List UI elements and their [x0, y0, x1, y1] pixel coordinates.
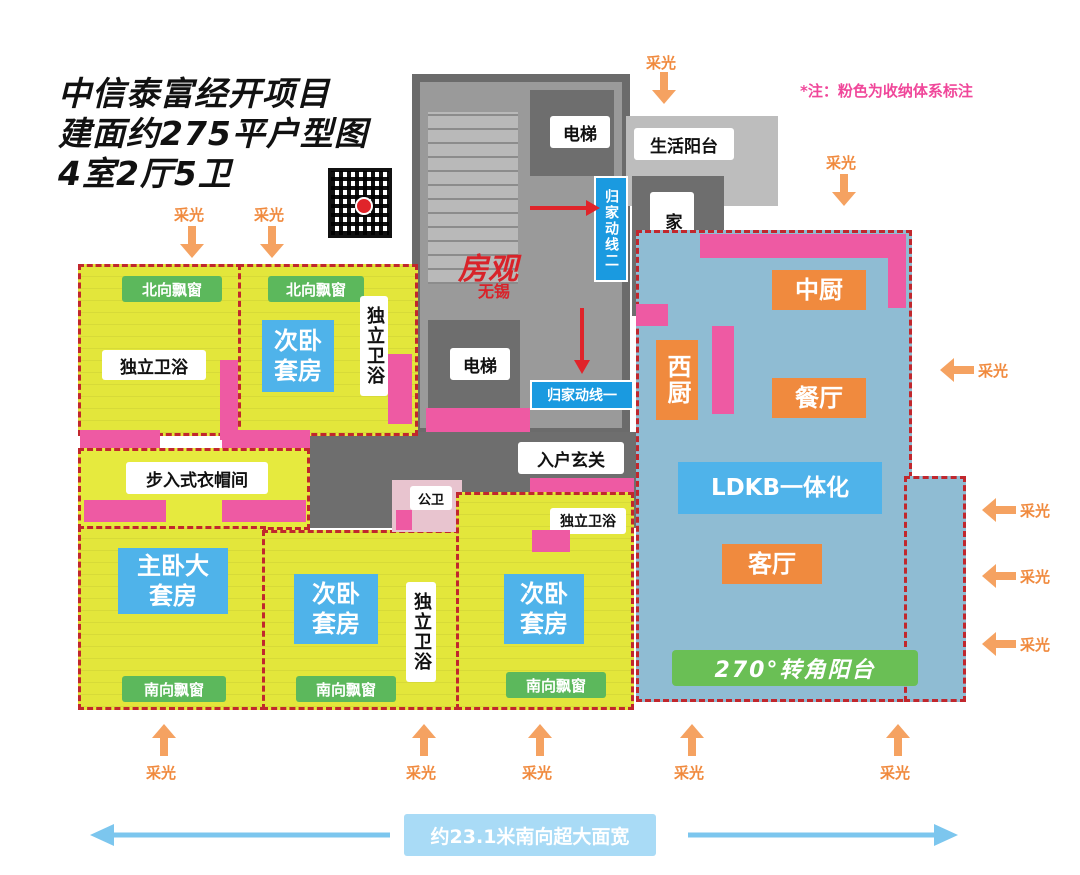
- bedroom-north-label: 次卧套房: [262, 320, 334, 392]
- daylight-label-s4: 采光: [674, 764, 705, 782]
- window-north-2: 北向飘窗: [268, 276, 364, 302]
- daylight-arrow-s5: [886, 724, 910, 756]
- ensuite-bath-c-label: 独立卫浴: [550, 508, 626, 534]
- daylight-label-s2: 采光: [406, 764, 437, 782]
- daylight-label-e4: 采光: [1020, 636, 1051, 654]
- route-two-label: 归家动线二: [594, 176, 628, 282]
- master-bedroom-label: 主卧大套房: [118, 548, 228, 614]
- daylight-arrow-e3: [982, 564, 1016, 588]
- middle-kitchen-label: 中厨: [772, 270, 866, 310]
- watermark-city: 无锡: [478, 282, 511, 301]
- daylight-arrow-n1: [180, 226, 204, 258]
- frontage-arrow-right: [688, 824, 958, 846]
- storage-western-kitchen: [712, 326, 734, 414]
- watermark-logo: 房观: [458, 252, 518, 287]
- window-south-2: 南向飘窗: [296, 676, 396, 702]
- daylight-arrow-s1: [152, 724, 176, 756]
- daylight-arrow-ne: [832, 174, 856, 206]
- daylight-label-s3: 采光: [522, 764, 553, 782]
- daylight-label-s5: 采光: [880, 764, 911, 782]
- storage-note: *注：粉色为收纳体系标注: [800, 82, 973, 100]
- ensuite-bath-b-label: 独立卫浴: [406, 582, 436, 682]
- title-line-2: 建面约275平户型图: [58, 114, 368, 153]
- daylight-label-e1: 采光: [978, 362, 1009, 380]
- daylight-label-e3: 采光: [1020, 568, 1051, 586]
- storage-bath-master: [80, 430, 160, 450]
- route-one-arrowhead: [574, 360, 590, 374]
- storage-kitchen-top: [700, 234, 906, 258]
- storage-kitchen-side: [888, 258, 906, 308]
- daylight-arrow-e1: [940, 358, 974, 382]
- storage-walkin-left: [84, 500, 166, 522]
- qr-code-icon: [328, 168, 392, 238]
- corner-balcony-label: 270°转角阳台: [672, 650, 918, 686]
- storage-public-bath: [396, 510, 412, 530]
- storage-north-bedroom: [222, 430, 310, 452]
- bedroom-b-text: 次卧套房: [312, 580, 360, 638]
- daylight-arrow-top: [652, 72, 676, 104]
- storage-north-bath: [388, 354, 412, 424]
- public-bath-label: 公卫: [410, 486, 452, 510]
- bedroom-b-label: 次卧套房: [294, 574, 378, 644]
- bedroom-c-text: 次卧套房: [520, 580, 568, 638]
- stairs: [428, 112, 518, 284]
- storage-bath-c: [532, 530, 570, 552]
- daylight-label-ne: 采光: [826, 154, 857, 172]
- elevator-top-label: 电梯: [550, 116, 610, 148]
- daylight-arrow-e2: [982, 498, 1016, 522]
- elevator-mid-label: 电梯: [450, 348, 510, 380]
- bedroom-north-text: 次卧套房: [274, 327, 322, 385]
- daylight-label-n2: 采光: [254, 206, 285, 224]
- bath-master-label: 独立卫浴: [102, 350, 206, 380]
- storage-vanity: [220, 360, 242, 440]
- master-bedroom-text: 主卧大套房: [137, 552, 209, 610]
- storage-walkin-right: [222, 500, 306, 522]
- window-north-1: 北向飘窗: [122, 276, 222, 302]
- window-south-1: 南向飘窗: [122, 676, 226, 702]
- route-one-label: 归家动线一: [530, 380, 634, 410]
- walkin-closet-label: 步入式衣帽间: [126, 462, 268, 494]
- daylight-arrow-e4: [982, 632, 1016, 656]
- frontage-label: 约23.1米南向超大面宽: [404, 814, 656, 856]
- entry-label: 入户玄关: [518, 442, 624, 474]
- ldkb-label: LDKB一体化: [678, 462, 882, 514]
- daylight-arrow-n2: [260, 226, 284, 258]
- dining-label: 餐厅: [772, 378, 866, 418]
- ensuite-bath-north-label: 独立卫浴: [360, 296, 388, 396]
- storage-entry: [636, 304, 668, 326]
- bedroom-c-label: 次卧套房: [504, 574, 584, 644]
- daylight-label-n1: 采光: [174, 206, 205, 224]
- daylight-label-e2: 采光: [1020, 502, 1051, 520]
- title-line-1: 中信泰富经开项目: [58, 74, 330, 113]
- western-kitchen-label: 西厨: [656, 340, 698, 420]
- qr-logo-icon: [355, 197, 373, 215]
- title-line-3: 4室2厅5卫: [58, 154, 232, 193]
- plan-title: 中信泰富经开项目 建面约275平户型图 4室2厅5卫: [58, 74, 368, 194]
- route-arrows: [530, 200, 600, 374]
- daylight-label-s1: 采光: [146, 764, 177, 782]
- daylight-arrow-s4: [680, 724, 704, 756]
- daylight-arrow-s3: [528, 724, 552, 756]
- window-south-3: 南向飘窗: [506, 672, 606, 698]
- service-balcony-label: 生活阳台: [634, 128, 734, 160]
- daylight-arrow-s2: [412, 724, 436, 756]
- frontage-arrow-left: [90, 824, 390, 846]
- daylight-label-top: 采光: [646, 54, 677, 72]
- route-two-arrowhead: [586, 200, 600, 216]
- living-room-label: 客厅: [722, 544, 822, 584]
- storage-corridor: [426, 408, 530, 432]
